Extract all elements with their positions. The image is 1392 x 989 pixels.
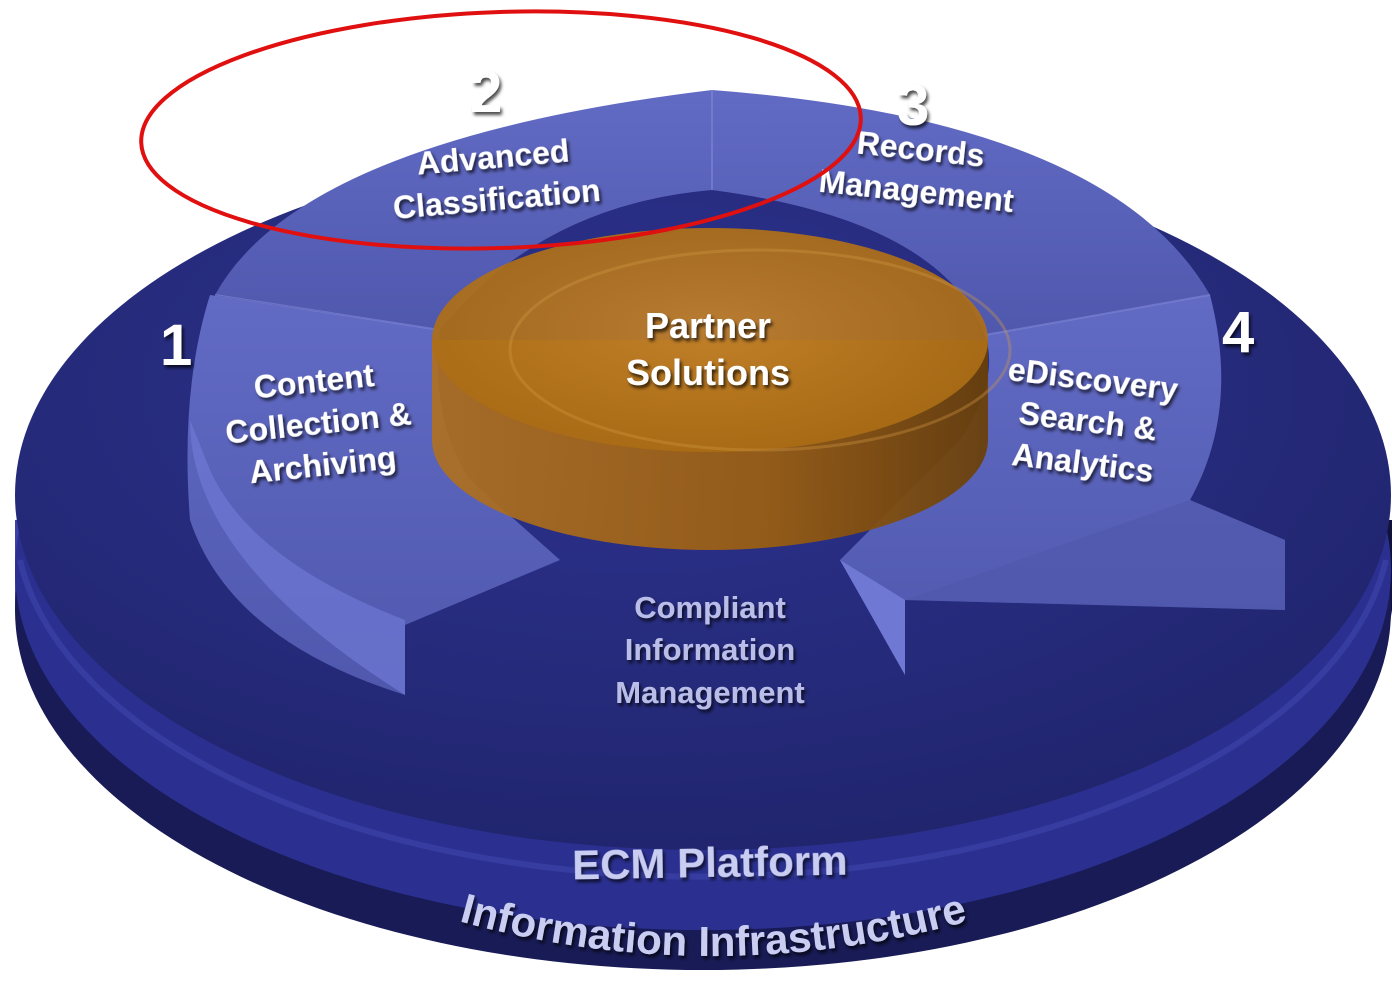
segment-2-number: 2 [470,60,502,125]
cycle-ring [187,90,1285,695]
center-label: Partner Solutions [626,305,790,393]
segment-4-label: eDiscovery Search & Analytics [1006,351,1180,489]
segment-1-number: 1 [160,313,192,378]
cycle-label: Compliant Information Management [615,590,804,710]
segment-1-arrow-edge [190,420,405,695]
divider-3-4 [984,294,1211,336]
divider-1-2 [214,294,441,331]
segment-4-arrow-face [905,500,1285,610]
cycle-label-line-3: Management [615,675,804,710]
segment-2-shape [215,90,712,330]
ecm-platform-label: ECM Platform [572,837,848,889]
center-label-line-2: Solutions [626,352,790,393]
cycle-label-line-2: Information [625,632,796,667]
segment-4-number: 4 [1222,300,1254,365]
cylinder-top [432,228,988,452]
segment-4-arrow-edge [840,560,905,675]
disc-rim-highlight [17,559,1389,880]
cylinder-top-sheen [508,248,1012,452]
segment-3-shape [712,90,1210,335]
highlight-circle [139,9,863,251]
cycle-label-line-1: Compliant [634,590,786,625]
partner-solutions-cylinder [432,228,1012,550]
segment-3-number: 3 [897,73,929,138]
center-label-line-1: Partner [645,305,771,346]
